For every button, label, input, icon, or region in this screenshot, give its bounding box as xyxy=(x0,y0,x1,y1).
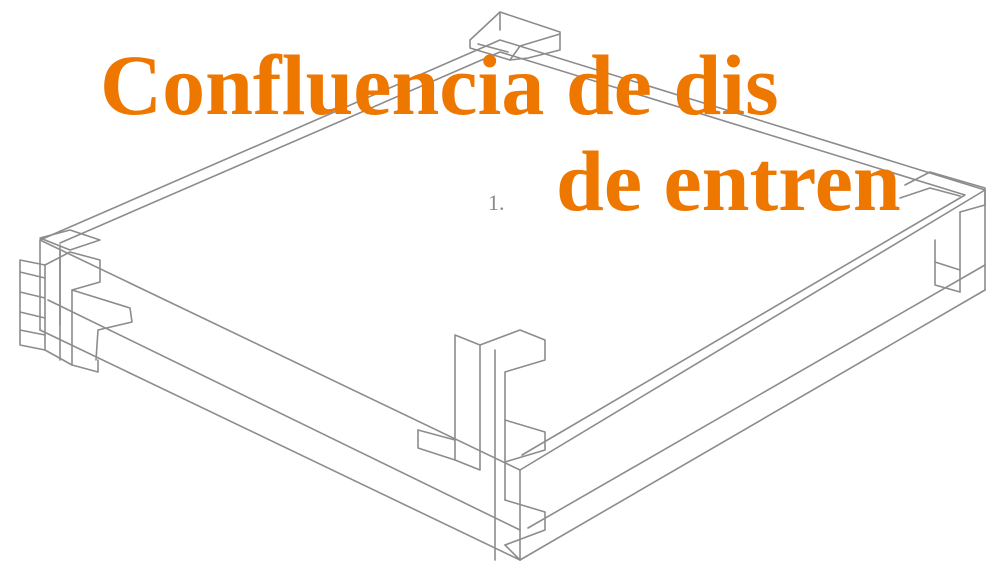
figure-label: 1. xyxy=(488,190,505,215)
corner-bracket-back xyxy=(469,11,561,61)
box-left-side xyxy=(39,239,521,561)
corner-bracket-right xyxy=(899,171,986,293)
box-right-side xyxy=(519,189,986,561)
corner-bracket-front xyxy=(417,329,546,561)
title-line-1: Confluencia de dis xyxy=(100,37,779,133)
corner-bracket-left xyxy=(19,229,133,373)
title-line-2: de entren xyxy=(556,133,901,229)
